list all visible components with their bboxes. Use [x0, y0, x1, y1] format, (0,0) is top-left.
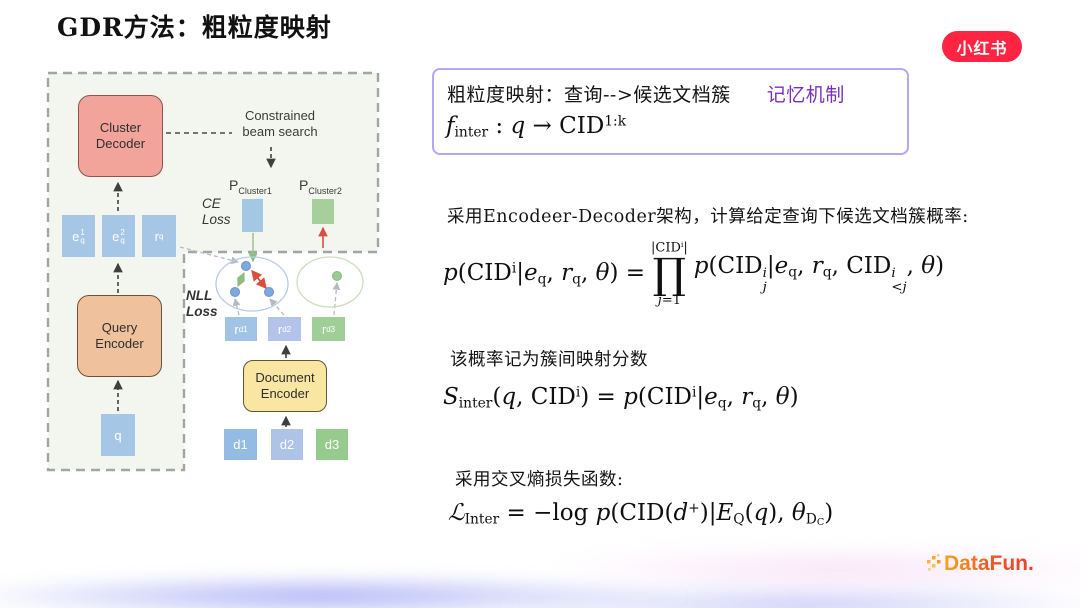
section2-text: 该概率记为簇间映射分数	[450, 346, 648, 371]
document-encoder-label: Document Encoder	[255, 369, 315, 401]
rq-sub: q	[158, 231, 164, 241]
document-encoder-box: Document Encoder	[243, 360, 327, 412]
xiaohongshu-logo-text: 小红书	[956, 40, 1008, 58]
f-inter-formula: finter : q → CID1:k	[446, 113, 627, 141]
rd2-base: r	[277, 321, 283, 337]
cluster-decoder-label: Cluster Decoder	[95, 119, 146, 151]
red-double-arrow	[251, 269, 267, 290]
cluster-ellipse-green	[296, 256, 364, 308]
beam-search-label: Constrained beam search	[228, 108, 332, 141]
d2-box: d2	[271, 429, 303, 460]
rd2-sub: d2	[282, 324, 292, 334]
section3-text-content: 采用交叉熵损失函数:	[455, 470, 624, 490]
gray-arrow	[179, 246, 240, 265]
blue-dot	[241, 261, 251, 271]
p-base: P	[229, 177, 239, 193]
bottom-wave-purple	[0, 572, 710, 608]
section1-text: 采用Encodeer-Decoder架构，计算给定查询下候选文档簇概率:	[447, 203, 969, 228]
cluster-decoder-box: Cluster Decoder	[78, 95, 163, 177]
p-sub: Cluster2	[308, 185, 342, 196]
gray-arrow	[332, 281, 341, 316]
section1-text-content: 采用Encodeer-Decoder架构，计算给定查询下候选文档簇概率:	[447, 207, 969, 227]
product-lower-limit: j=1	[657, 293, 681, 309]
q-box: q	[101, 414, 135, 456]
rd1-base: r	[234, 321, 239, 337]
highlight-box	[432, 68, 909, 155]
query-encoder-box: Query Encoder	[77, 295, 162, 377]
section3-text: 采用交叉熵损失函数:	[455, 466, 623, 491]
green-double-arrow	[237, 271, 245, 288]
highlight-box-purple-text: 记忆机制	[766, 84, 845, 106]
s-inter-formula: Sinter(q, CIDi) = p(CIDi|eq, rq, θ)	[443, 384, 799, 412]
diagram-arrows	[113, 132, 341, 427]
page-title: GDR方法：粗粒度映射	[57, 13, 332, 42]
eq2-sup: 2	[120, 227, 125, 237]
eq1-sup: 1	[80, 227, 85, 237]
d3-label: d3	[324, 437, 340, 452]
d2-label: d2	[279, 437, 295, 452]
eq2-sub: q	[120, 236, 125, 245]
p-cluster2-label: PCluster2	[299, 177, 342, 197]
nll-loss-text: NLL Loss	[186, 288, 218, 320]
xiaohongshu-logo: 小红书	[942, 31, 1022, 62]
cluster-ellipse-blue	[215, 256, 289, 312]
rq-base: r	[154, 228, 159, 244]
green-dot	[332, 271, 342, 281]
p-cluster2-bar	[312, 199, 334, 224]
p-base: P	[299, 177, 309, 193]
blue-dot	[264, 287, 274, 297]
highlight-box-black-text: 粗粒度映射：查询-->候选文档簇	[447, 84, 731, 106]
query-encoder-label: Query Encoder	[95, 319, 144, 351]
rd3-base: r	[321, 321, 327, 337]
cluster-ellipses	[215, 256, 364, 312]
datafun-pixels-icon	[927, 554, 941, 571]
beam-search-text: Constrained beam search	[242, 108, 318, 140]
d1-box: d1	[224, 429, 257, 460]
highlight-box-title: 粗粒度映射：查询-->候选文档簇 记忆机制	[447, 80, 845, 107]
product-upper-limit: |CIDi|	[651, 239, 688, 256]
datafun-logo-text: DataFun.	[944, 552, 1034, 575]
eq1-sub: q	[80, 236, 85, 245]
gray-arrow	[232, 297, 241, 316]
ce-loss-text: CE Loss	[202, 196, 231, 228]
q-label: q	[114, 427, 122, 443]
eq1-base: e	[72, 228, 80, 244]
p-sub: Cluster1	[238, 185, 272, 196]
cluster-dots	[230, 261, 342, 297]
p-cluster1-bar	[242, 199, 263, 232]
product-operator: |CIDi| ∏ j=1	[651, 239, 688, 309]
d1-label: d1	[233, 437, 248, 452]
loss-formula: ℒInter = −log p(CID(d+)|EQ(q), θDC)	[448, 500, 834, 528]
rd1-sub: d1	[238, 324, 248, 334]
eq2-base: e	[112, 228, 120, 244]
product-symbol: ∏	[652, 249, 687, 299]
formula-lhs: p(CIDi|eq, rq, θ) =	[443, 260, 645, 288]
ce-loss-label: CE Loss	[202, 196, 238, 228]
gray-arrow	[269, 298, 285, 316]
datafun-logo: DataFun.	[926, 552, 1034, 576]
section2-text-content: 该概率记为簇间映射分数	[450, 350, 648, 370]
nll-loss-label: NLL Loss	[186, 288, 224, 320]
p-cluster1-label: PCluster1	[229, 177, 272, 197]
blue-dot	[230, 287, 240, 297]
bottom-wave-purple2	[480, 584, 1080, 608]
rd3-sub: d3	[326, 324, 336, 334]
d3-box: d3	[316, 429, 348, 460]
